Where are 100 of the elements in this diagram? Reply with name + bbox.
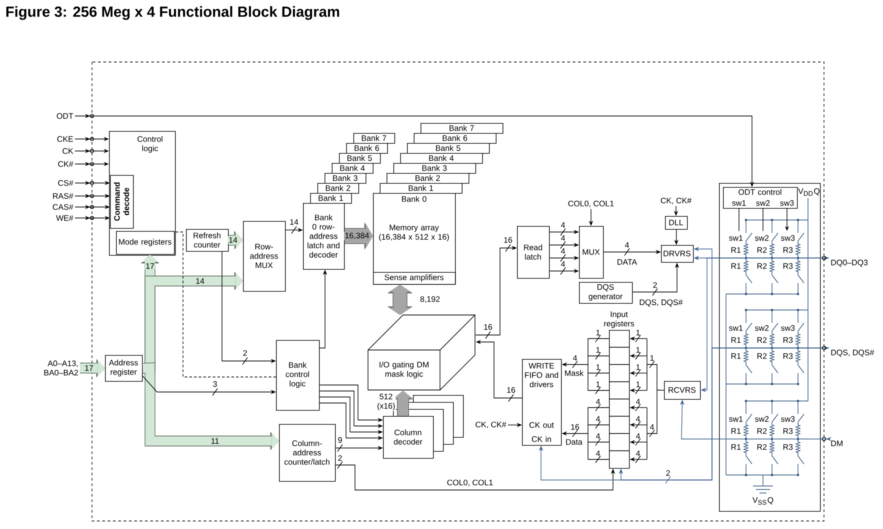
pin-label: DM <box>831 440 842 446</box>
memory-bank-tab: Bank 4 <box>400 153 483 164</box>
pin-label: CK# <box>58 161 74 167</box>
edge-label: 8,192 <box>419 295 441 304</box>
memory-bank-tab: Bank 5 <box>407 143 490 154</box>
edge-label: COL0, COL1 <box>446 478 494 488</box>
memory-bank-tab: Bank 7 <box>420 123 504 134</box>
bus-width-label: 1 <box>596 347 600 353</box>
bus-width-label: 1 <box>596 364 600 370</box>
sense-amplifier-box: Sense amplifiers <box>373 272 456 285</box>
bus-width-label: 4 <box>636 433 640 439</box>
supply-label: V$_{SS}$Q <box>752 497 774 505</box>
node-label: Input registers <box>604 312 634 328</box>
bank-control-box: Bank control logic <box>276 340 320 411</box>
signal-label: CK, CK# <box>660 198 692 204</box>
resistor-label: R1 <box>731 444 741 450</box>
switch-label: sw3 <box>781 416 795 422</box>
bus-width-label: 4 <box>636 398 640 404</box>
bus-width-label: 2 <box>653 282 657 288</box>
switch-label: sw1 <box>729 416 743 422</box>
switch-label: sw2 <box>755 235 769 241</box>
edge-label: 16 <box>506 386 516 394</box>
bus-arrow <box>387 284 413 315</box>
bus-width-label: 4 <box>560 235 565 241</box>
resistor-label: R2 <box>757 337 767 343</box>
edge-label: DQS, DQS# <box>638 298 684 308</box>
bus-width-label: 16 <box>484 324 492 330</box>
resistor-label: R1 <box>731 337 741 343</box>
memory-bank-tab: Bank 6 <box>414 133 496 144</box>
bus-width-label: 1 <box>636 364 640 370</box>
bus-width-label: 4 <box>596 433 600 439</box>
edge-label: Data <box>564 438 584 446</box>
edge-label: DATA <box>616 258 638 266</box>
dll-box: DLL <box>665 216 688 230</box>
bus-width-label: 1 <box>636 330 640 336</box>
resistor-label: R1 <box>731 247 741 253</box>
resistor-label: R2 <box>757 263 767 269</box>
resistor-label: R2 <box>757 428 767 434</box>
signal-label: CK, CK# <box>476 422 506 428</box>
resistor-label: R3 <box>783 337 793 343</box>
read-latch-box: Read latch <box>517 226 550 279</box>
bus-arrow <box>142 362 279 450</box>
bus-width-label: 1 <box>650 355 654 361</box>
address-register-box: Address register <box>105 355 143 382</box>
edge-label: 9 <box>336 436 344 444</box>
pin-label: CAS# <box>52 204 74 210</box>
bus-width-label: 2 <box>666 470 670 476</box>
signal-label: COL0, COL1 <box>568 200 614 208</box>
bus-width-label: 2 <box>338 455 342 461</box>
refresh-counter-box: Refresh counter <box>186 229 229 252</box>
resistor-label: R3 <box>783 428 793 434</box>
bus-width-label: 1 <box>636 382 640 388</box>
bus-width-label: 4 <box>650 424 654 430</box>
odt-block-outline <box>719 183 821 512</box>
bus-width-label: 1 <box>596 330 600 336</box>
bus-width-label: 16 <box>571 424 580 430</box>
pin-label: DQS, DQS# <box>831 350 874 357</box>
resistor-label: R3 <box>783 247 793 253</box>
resistor-label: R2 <box>757 247 767 253</box>
receiver-box: RCVRS <box>664 381 701 400</box>
input-register-column: Input registers <box>604 312 634 469</box>
bus-width-label: 4 <box>636 450 640 456</box>
bus-width-label: 1 <box>636 347 640 353</box>
resistor-label: R3 <box>783 444 793 450</box>
memory-bank-tab: Bank 1 <box>380 183 462 194</box>
edge-label: 512 (x16) <box>376 392 396 412</box>
row-decoder-tab: Bank 6 <box>346 143 388 154</box>
switch-label: sw2 <box>755 416 769 422</box>
bus-width-label: 4 <box>560 248 565 254</box>
resistor-label: R1 <box>731 353 741 359</box>
resistor-label: R1 <box>731 263 741 269</box>
resistor-label: R2 <box>757 353 767 359</box>
resistor-label: R2 <box>757 444 767 450</box>
switch-label: sw1 <box>729 325 743 331</box>
pin-label: DQ0–DQ3 <box>831 260 868 267</box>
bus-width-label: 4 <box>624 242 629 248</box>
switch-label: sw1 <box>729 235 743 241</box>
pin-label: CS# <box>58 180 74 186</box>
memory-bank-tab: Bank 3 <box>393 163 476 174</box>
pin-label: RAS# <box>53 193 74 199</box>
resistor-label: R3 <box>783 263 793 269</box>
pin-label: CKE <box>57 136 73 142</box>
edge-label: Mask <box>564 369 584 377</box>
switch-label: sw3 <box>781 325 795 331</box>
resistor-label: R1 <box>731 428 741 434</box>
row-decoder-tab: Bank 3 <box>324 173 366 184</box>
bus-width-label: 4 <box>596 450 600 456</box>
write-fifo-box: WRITE FIFO and drivers CK out CK in <box>522 359 562 446</box>
edge-label: 16 <box>502 236 514 244</box>
row-address-mux-box: Row-address MUX <box>243 221 286 292</box>
connector-line <box>175 232 276 378</box>
driver-box: DRVRS <box>661 245 694 263</box>
bus-width-label: 4 <box>636 416 640 422</box>
dqs-generator-box: DQS generator <box>579 282 633 304</box>
bus-width-label: 4 <box>596 416 600 422</box>
bus-width-label: 4 <box>596 398 600 404</box>
row-decoder-tab: Bank 2 <box>317 183 360 194</box>
edge-label: 3 <box>212 380 218 388</box>
memory-bank-tab: Bank 2 <box>386 173 470 184</box>
mux-box: MUX <box>579 226 604 279</box>
